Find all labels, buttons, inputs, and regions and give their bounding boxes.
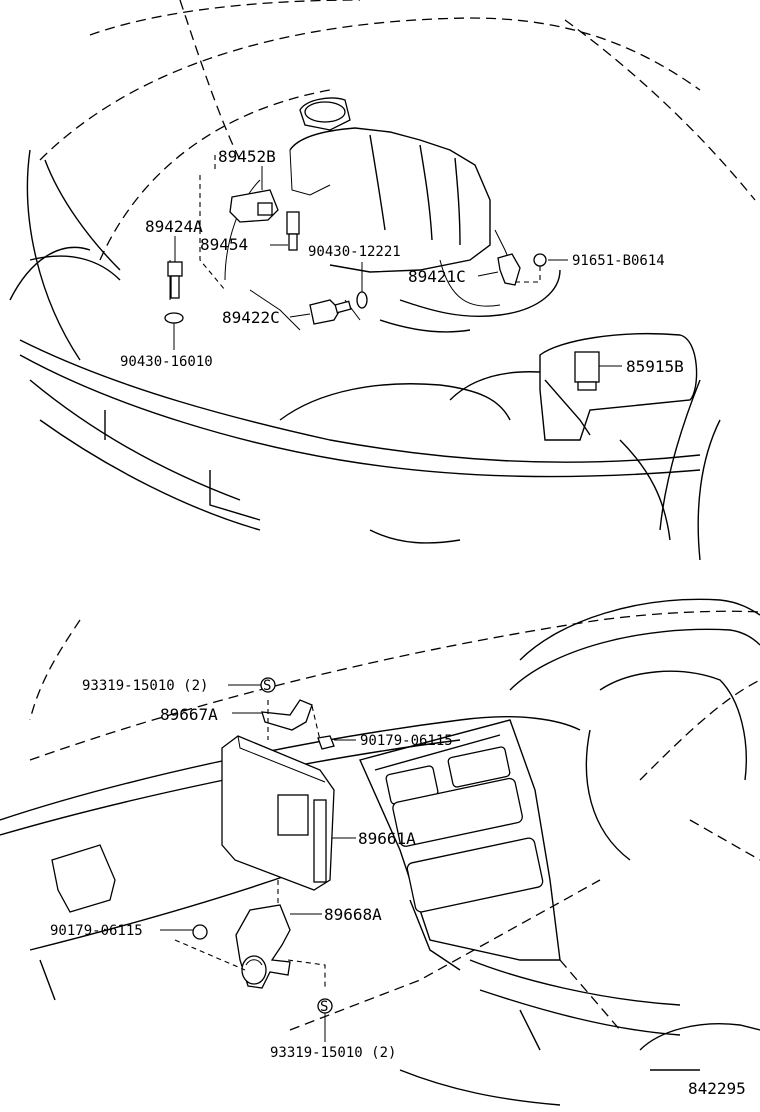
label-89668A: 89668A: [324, 905, 382, 924]
dashboard-illustration: S: [0, 598, 760, 1106]
screw-93319-bottom: S: [317, 998, 333, 1042]
label-85915B: 85915B: [626, 357, 684, 376]
bracket-89667A: [232, 699, 321, 741]
sensor-89421C: [477, 253, 541, 286]
label-89424A: 89424A: [145, 217, 203, 236]
washer-90430-16010: [164, 312, 184, 350]
sensor-89422C: [289, 299, 352, 325]
label-89667A: 89667A: [160, 705, 218, 724]
svg-text:S: S: [263, 678, 271, 694]
nut-90179-right: [317, 735, 356, 750]
sensor-89452B: [229, 166, 279, 223]
label-89454: 89454: [200, 235, 248, 254]
label-90430-16010: 90430-16010: [120, 354, 213, 370]
relay-85915B: [539, 333, 698, 441]
engine-bay-illustration: [9, 0, 756, 561]
bolt-91651-B0614: [533, 253, 568, 267]
sensor-89454: [270, 211, 300, 251]
label-89422C: 89422C: [222, 308, 280, 327]
svg-text:S: S: [320, 999, 328, 1015]
nut-90179-left: [160, 924, 208, 940]
label-90430-12221: 90430-12221: [308, 244, 401, 260]
diagram-id: 842295: [688, 1079, 746, 1098]
label-90179-left: 90179-06115: [50, 923, 143, 939]
label-90179-right: 90179-06115: [360, 733, 453, 749]
label-89421C: 89421C: [408, 267, 466, 286]
part-labels: 89452B 89424A 89454 90430-12221 89421C 9…: [50, 147, 746, 1098]
sensor-89424A: [167, 236, 183, 299]
washer-90430-12221: [356, 262, 368, 309]
label-89661A: 89661A: [358, 829, 416, 848]
bracket-89668A: [174, 904, 326, 990]
label-89452B: 89452B: [218, 147, 276, 166]
label-91651-B0614: 91651-B0614: [572, 253, 665, 269]
label-93319-top: 93319-15010 (2): [82, 678, 208, 694]
screw-93319-top: S: [228, 677, 276, 694]
label-93319-bottom: 93319-15010 (2): [270, 1045, 396, 1061]
ecu-89661A: [221, 735, 356, 910]
